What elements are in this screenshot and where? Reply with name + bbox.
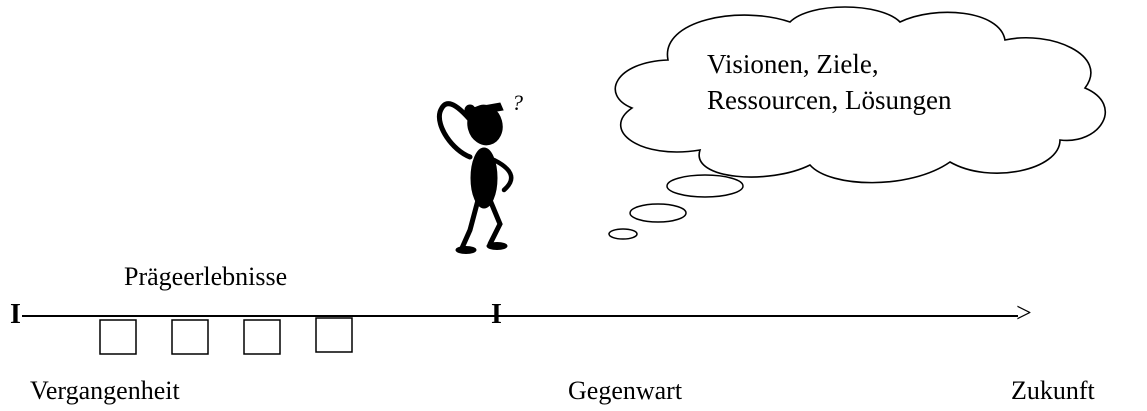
thought-cloud (614, 6, 1106, 184)
past-label: Vergangenheit (30, 376, 180, 405)
timeline-start-mark: I (10, 299, 21, 330)
thought-bubble-small (608, 228, 638, 240)
thinking-person-icon (436, 101, 514, 254)
imprint-box-1 (99, 319, 137, 355)
thought-bubble-medium (629, 203, 687, 223)
question-mark: ? (512, 90, 523, 115)
present-label: Gegenwart (568, 376, 683, 405)
cloud-text: Visionen, Ziele, Ressourcen, Lösungen (707, 46, 951, 118)
timeline-arrow-head: > (1016, 298, 1032, 329)
imprint-label: Prägeerlebnisse (124, 262, 288, 291)
cloud-line-1: Visionen, Ziele, (707, 49, 879, 79)
imprint-box-3 (243, 319, 281, 355)
future-label: Zukunft (1011, 376, 1095, 405)
imprint-box-2 (171, 319, 209, 355)
thought-bubble-large (666, 174, 744, 198)
cloud-line-2: Ressourcen, Lösungen (707, 85, 952, 115)
timeline-present-mark: I (491, 299, 502, 330)
imprint-box-4 (315, 317, 353, 353)
